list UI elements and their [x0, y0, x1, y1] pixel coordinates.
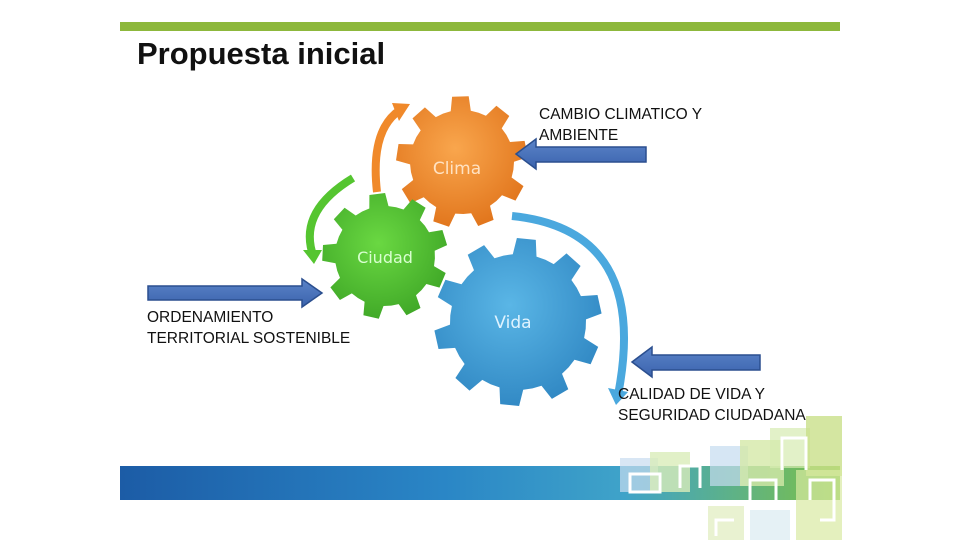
- gear-vida: [434, 238, 602, 406]
- pointer-arrow-clima: [514, 137, 647, 171]
- decorative-squares-pattern: [620, 416, 842, 540]
- gear-label-clima: Clima: [433, 159, 481, 179]
- header-accent-bar: [120, 22, 840, 31]
- cycle-arrow-green-head: [303, 250, 322, 264]
- label-vida-line1: CALIDAD DE VIDA Y: [618, 386, 766, 403]
- cycle-arrow-orange: [371, 106, 403, 193]
- cycle-arrow-green: [305, 174, 356, 254]
- pointer-arrow-vida: [630, 345, 761, 379]
- cycle-arrow-orange-head: [392, 103, 410, 121]
- gear-label-vida: Vida: [494, 313, 531, 333]
- label-clima: CAMBIO CLIMATICO Y AMBIENTE: [539, 104, 702, 146]
- slide-title: Propuesta inicial: [137, 36, 386, 71]
- cycle-arrow-blue: [511, 212, 628, 396]
- gear-ciudad: [322, 193, 448, 319]
- label-ciudad-line1: ORDENAMIENTO: [147, 309, 274, 326]
- label-clima-line2: AMBIENTE: [539, 127, 619, 144]
- gear-label-ciudad: Ciudad: [357, 248, 413, 267]
- label-clima-line1: CAMBIO CLIMATICO Y: [539, 106, 703, 123]
- gear-clima: [396, 96, 528, 227]
- cycle-arrow-blue-head: [608, 388, 628, 405]
- label-vida-line2: SEGURIDAD CIUDADANA: [618, 407, 806, 424]
- pointer-arrow-ciudad: [147, 277, 324, 309]
- label-ciudad: ORDENAMIENTO TERRITORIAL SOSTENIBLE: [147, 307, 350, 349]
- label-ciudad-line2: TERRITORIAL SOSTENIBLE: [147, 330, 351, 347]
- label-vida: CALIDAD DE VIDA Y SEGURIDAD CIUDADANA: [618, 384, 806, 426]
